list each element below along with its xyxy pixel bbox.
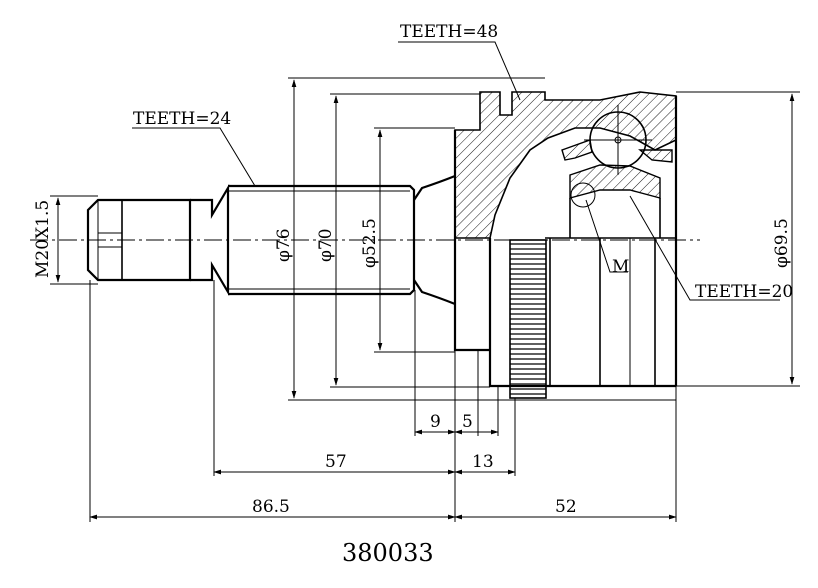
dim-86-5-label: 86.5	[252, 497, 290, 517]
dim-5-label: 5	[462, 412, 473, 432]
teeth-20-label: TEETH=20	[695, 282, 793, 302]
dim-57-label: 57	[325, 452, 347, 472]
diameter-70-label: φ70	[316, 228, 336, 262]
diameter-76-label: φ76	[274, 228, 294, 262]
diameter-69-5-label: φ69.5	[772, 218, 792, 268]
dim-13-label: 13	[472, 452, 494, 472]
dim-9-label: 9	[430, 412, 441, 432]
threaded-end	[86, 183, 230, 297]
outer-bell-housing	[453, 91, 678, 388]
inner-race-cage	[561, 105, 673, 238]
marker-m-label: M	[612, 257, 629, 277]
teeth-24-label: TEETH=24	[133, 109, 231, 129]
part-number-label: 380033	[342, 539, 434, 567]
abs-tone-ring	[509, 239, 547, 399]
diameter-52-5-label: φ52.5	[360, 218, 380, 268]
dim-52-label: 52	[555, 497, 577, 517]
teeth-48-label: TEETH=48	[400, 22, 498, 42]
thread-label: M20X1.5	[33, 200, 53, 278]
dimension-lines	[50, 41, 800, 522]
